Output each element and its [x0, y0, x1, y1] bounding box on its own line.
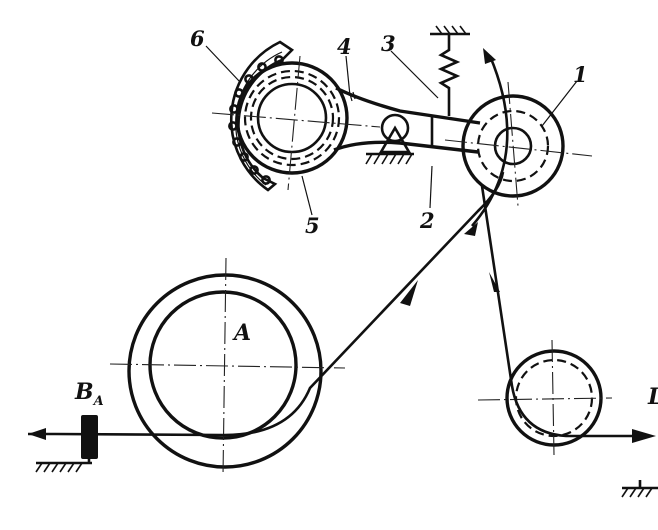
label-part-3: 3 [381, 31, 396, 56]
bearing-b [35, 415, 98, 473]
label-bearing-b: BA [74, 379, 104, 409]
pulley-1 [444, 81, 593, 207]
pivot-support [365, 113, 414, 165]
label-part-6: 6 [190, 26, 205, 51]
label-bearing-b-main: B [74, 379, 94, 405]
output-pulley [477, 339, 613, 456]
tape-path [28, 171, 656, 443]
leader-lines [205, 45, 578, 216]
label-part-1: 1 [573, 62, 588, 87]
label-bearing-b-sub: A [92, 394, 104, 409]
label-part-5: 5 [305, 213, 320, 238]
label-part-2: 2 [419, 208, 435, 233]
wheel-a [109, 257, 346, 477]
label-part-4: 4 [337, 34, 352, 59]
spring-3 [430, 25, 470, 116]
label-wheel-a: A [232, 320, 251, 346]
right-ground [621, 480, 658, 498]
lever-arm [333, 86, 481, 154]
pulley-5 [211, 55, 381, 191]
label-right-edge: L [647, 384, 658, 410]
